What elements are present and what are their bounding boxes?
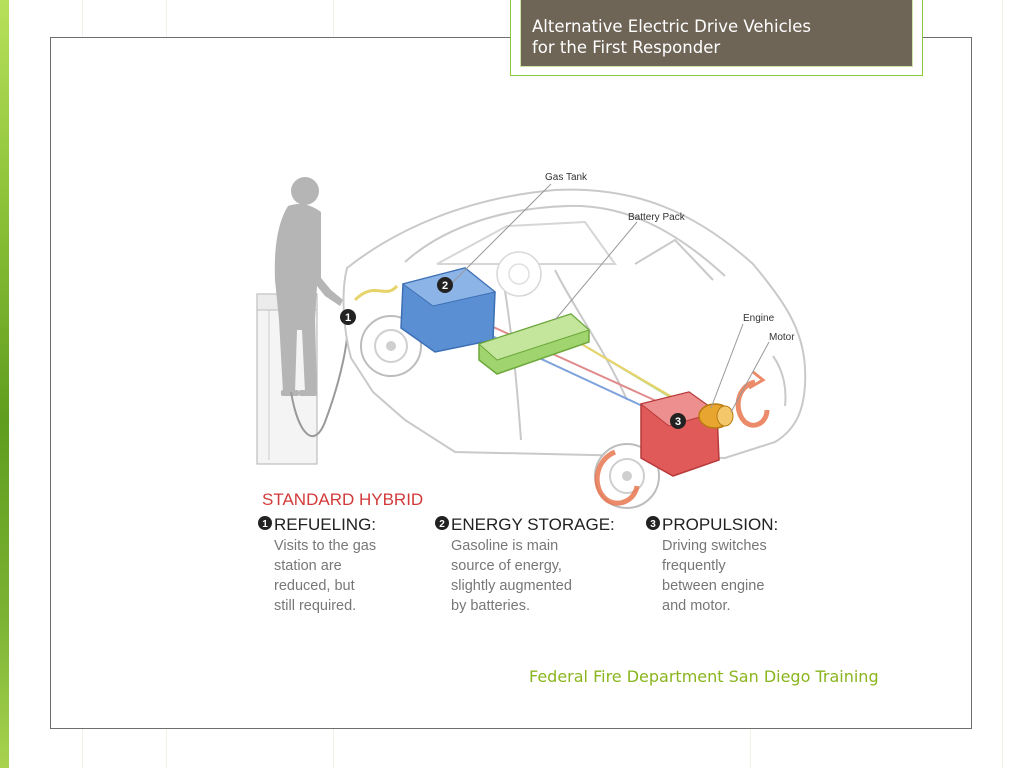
title-panel: Alternative Electric Drive Vehicles for … bbox=[520, 0, 913, 67]
label-motor: Motor bbox=[769, 332, 795, 343]
marker-2: 2 bbox=[437, 277, 453, 293]
step-propulsion: 3 PROPULSION: Driving switches frequentl… bbox=[646, 515, 778, 614]
step-desc-line: still required. bbox=[274, 598, 356, 614]
left-accent-bar bbox=[0, 0, 9, 768]
label-gas-tank: Gas Tank bbox=[545, 172, 588, 183]
step-title: ENERGY STORAGE: bbox=[451, 515, 615, 534]
step-desc-line: reduced, but bbox=[274, 578, 355, 594]
engine bbox=[639, 391, 720, 477]
electric-motor bbox=[698, 403, 734, 429]
diagram-heading: STANDARD HYBRID bbox=[262, 490, 423, 509]
step-desc-line: between engine bbox=[662, 578, 764, 594]
battery-pack bbox=[478, 313, 590, 375]
label-leader-lines bbox=[450, 183, 770, 413]
marker-3: 3 bbox=[670, 413, 686, 429]
rear-wheel-far bbox=[496, 251, 542, 297]
svg-text:2: 2 bbox=[442, 280, 448, 292]
step-desc-line: frequently bbox=[662, 558, 726, 574]
svg-text:1: 1 bbox=[345, 312, 351, 324]
title-box: Alternative Electric Drive Vehicles for … bbox=[510, 0, 923, 76]
label-battery-pack: Battery Pack bbox=[628, 212, 686, 223]
svg-text:3: 3 bbox=[650, 519, 656, 530]
step-refueling: 1 REFUELING: Visits to the gas station a… bbox=[258, 515, 376, 614]
svg-text:3: 3 bbox=[675, 416, 681, 428]
filler-neck bbox=[353, 284, 399, 302]
footer-text: Federal Fire Department San Diego Traini… bbox=[529, 667, 879, 686]
step-title: REFUELING: bbox=[274, 515, 376, 534]
marker-1: 1 bbox=[340, 309, 356, 325]
step-desc-line: by batteries. bbox=[451, 598, 530, 614]
step-desc-line: slightly augmented bbox=[451, 578, 572, 594]
svg-text:2: 2 bbox=[439, 519, 445, 530]
step-title: PROPULSION: bbox=[662, 515, 778, 534]
step-desc-line: and motor. bbox=[662, 598, 731, 614]
label-engine: Engine bbox=[743, 313, 775, 324]
title-line-1: Alternative Electric Drive Vehicles bbox=[532, 17, 811, 36]
step-energy-storage: 2 ENERGY STORAGE: Gasoline is main sourc… bbox=[435, 515, 615, 614]
step-desc-line: Driving switches bbox=[662, 538, 767, 554]
background-line bbox=[1002, 0, 1003, 768]
svg-text:1: 1 bbox=[262, 519, 268, 530]
title-line-2: for the First Responder bbox=[532, 38, 721, 57]
rotation-arrow-rear bbox=[594, 449, 640, 506]
slide-content-frame bbox=[50, 37, 972, 729]
hybrid-vehicle-diagram: Gas Tank Battery Pack Engine Motor 1 2 3… bbox=[256, 172, 807, 614]
step-desc-line: source of energy, bbox=[451, 558, 562, 574]
step-desc-line: Gasoline is main bbox=[451, 538, 558, 554]
step-desc-line: station are bbox=[274, 558, 342, 574]
step-desc-line: Visits to the gas bbox=[274, 538, 376, 554]
person-silhouette bbox=[274, 177, 343, 396]
